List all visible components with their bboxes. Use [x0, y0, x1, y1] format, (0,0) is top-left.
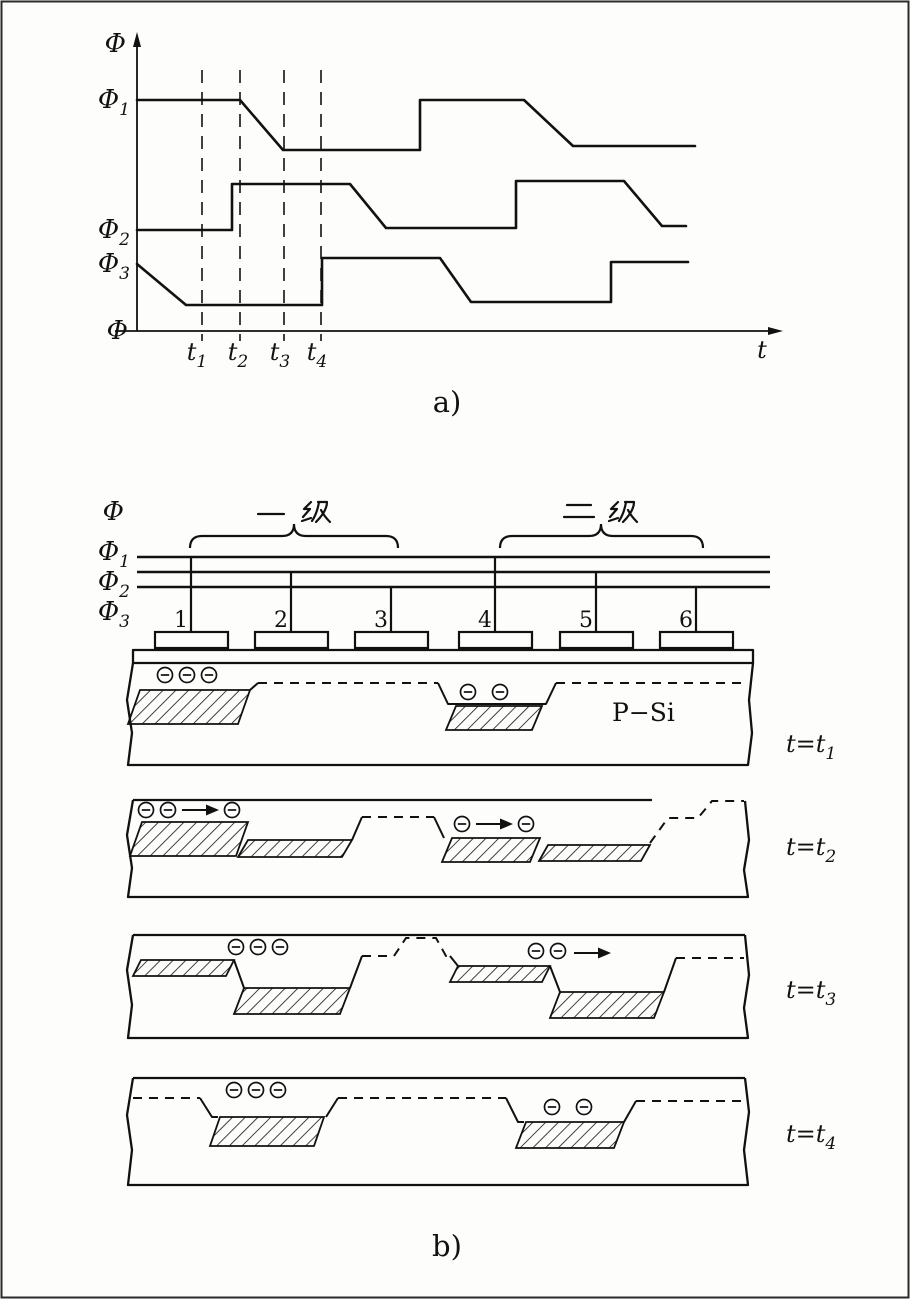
stage1-label	[256, 500, 332, 524]
electron-icon	[223, 801, 241, 819]
oxide-layer	[131, 648, 755, 665]
time-label-t3: t3	[270, 338, 290, 372]
electrode-number-6: 6	[679, 608, 693, 633]
potential-well-line	[249, 682, 557, 705]
electron-icon	[543, 1098, 561, 1116]
bus-label-phi2: Φ2	[98, 567, 130, 602]
electron-icon	[453, 815, 471, 833]
electron-icon	[159, 801, 177, 819]
electron-icon	[225, 1081, 243, 1099]
charge-packet	[537, 844, 652, 862]
waveform-phi2	[135, 179, 688, 232]
electron-icon	[137, 801, 155, 819]
charge-packet	[514, 1121, 626, 1149]
frame-time-t3: t=t3	[786, 976, 836, 1010]
electron-icon	[517, 815, 535, 833]
frame-time-t2: t=t2	[786, 833, 836, 867]
time-label-t2: t2	[228, 338, 248, 372]
charge-packet	[236, 839, 354, 858]
charge-packet	[448, 965, 552, 983]
waveform-phi1	[135, 98, 697, 152]
potential-well-line	[233, 955, 677, 993]
frame-t1: P−Si t=t1	[125, 662, 836, 767]
ccd-structure: Φ Φ1 Φ2 Φ3 一级 二级 1 2 3 4 5 6	[98, 497, 836, 1263]
waveform-phi3	[135, 256, 690, 307]
electron-icon	[459, 683, 477, 701]
charge-packet	[208, 1116, 326, 1147]
electrode-number-1: 1	[174, 608, 188, 633]
electrode-number-2: 2	[274, 608, 288, 633]
time-label-t4: t4	[307, 338, 327, 372]
bus-label-phi3: Φ3	[98, 597, 130, 632]
electron-icon	[200, 666, 218, 684]
y-axis-label: Φ	[105, 29, 126, 59]
timing-diagram: Φ Φ1 Φ2 Φ3 Φ t1 t2 t3 t4 t a)	[98, 29, 783, 419]
signal-label-phi1: Φ1	[98, 85, 130, 120]
electrode	[353, 630, 430, 650]
caption-a: a)	[433, 385, 462, 419]
stage2-label	[562, 500, 639, 524]
frame-t4: t=t4	[125, 1076, 836, 1187]
electron-icon	[269, 1081, 287, 1099]
charge-packet	[126, 689, 252, 725]
glyph-er	[562, 503, 596, 519]
electron-icon	[247, 1081, 265, 1099]
electron-icon	[549, 942, 567, 960]
charge-packet	[444, 705, 544, 731]
electron-icon	[271, 938, 289, 956]
charge-packet	[128, 821, 250, 857]
substrate-outline	[125, 934, 751, 1040]
x-axis-label: t	[757, 336, 767, 364]
electrode	[153, 630, 230, 650]
electrode	[658, 630, 735, 650]
electrode	[457, 630, 534, 650]
potential-dashed-line	[362, 937, 744, 959]
x-axis-arrow-icon	[768, 327, 783, 335]
signal-label-phi2: Φ2	[98, 215, 130, 250]
frame-t2: t=t2	[125, 798, 836, 899]
y-axis-arrow-icon	[133, 32, 141, 47]
electron-icon	[178, 666, 196, 684]
electron-icon	[249, 938, 267, 956]
electron-icon	[156, 666, 174, 684]
substrate-label: P−Si	[612, 698, 675, 727]
electrode	[253, 630, 330, 650]
electrode-number-4: 4	[478, 608, 492, 633]
bus-group-label: Φ	[103, 497, 124, 527]
time-label-t1: t1	[187, 338, 207, 372]
time-marker-dashed-lines	[201, 70, 322, 341]
stage1-brace	[188, 523, 400, 549]
electrode-row	[153, 630, 735, 650]
frame-time-t4: t=t4	[786, 1120, 836, 1154]
electrode-number-3: 3	[374, 608, 388, 633]
origin-label: Φ	[107, 316, 128, 346]
charge-packet	[548, 991, 666, 1019]
substrate-outline	[125, 1077, 751, 1187]
frame-t3: t=t3	[125, 933, 836, 1040]
charge-packet	[232, 987, 352, 1015]
electron-icon	[491, 683, 509, 701]
electron-icon	[527, 942, 545, 960]
bus-label-phi1: Φ1	[98, 537, 130, 572]
charge-packet	[440, 837, 542, 863]
signal-label-phi3: Φ3	[98, 249, 130, 284]
potential-well-line	[351, 816, 445, 841]
frame-time-t1: t=t1	[786, 730, 836, 764]
electron-icon	[227, 938, 245, 956]
clock-bus-lines	[137, 555, 770, 589]
potential-well-line	[199, 1097, 637, 1123]
charge-packet	[131, 959, 236, 977]
caption-b: b)	[432, 1229, 462, 1263]
stage2-brace	[498, 523, 705, 549]
substrate-outline	[125, 662, 755, 767]
electrode	[558, 630, 635, 650]
potential-dashed-line	[133, 1097, 744, 1102]
potential-dashed-line	[362, 800, 744, 844]
electrode-connectors	[189, 557, 698, 632]
electrode-number-5: 5	[579, 608, 593, 633]
substrate-outline	[125, 799, 751, 899]
electron-icon	[575, 1098, 593, 1116]
